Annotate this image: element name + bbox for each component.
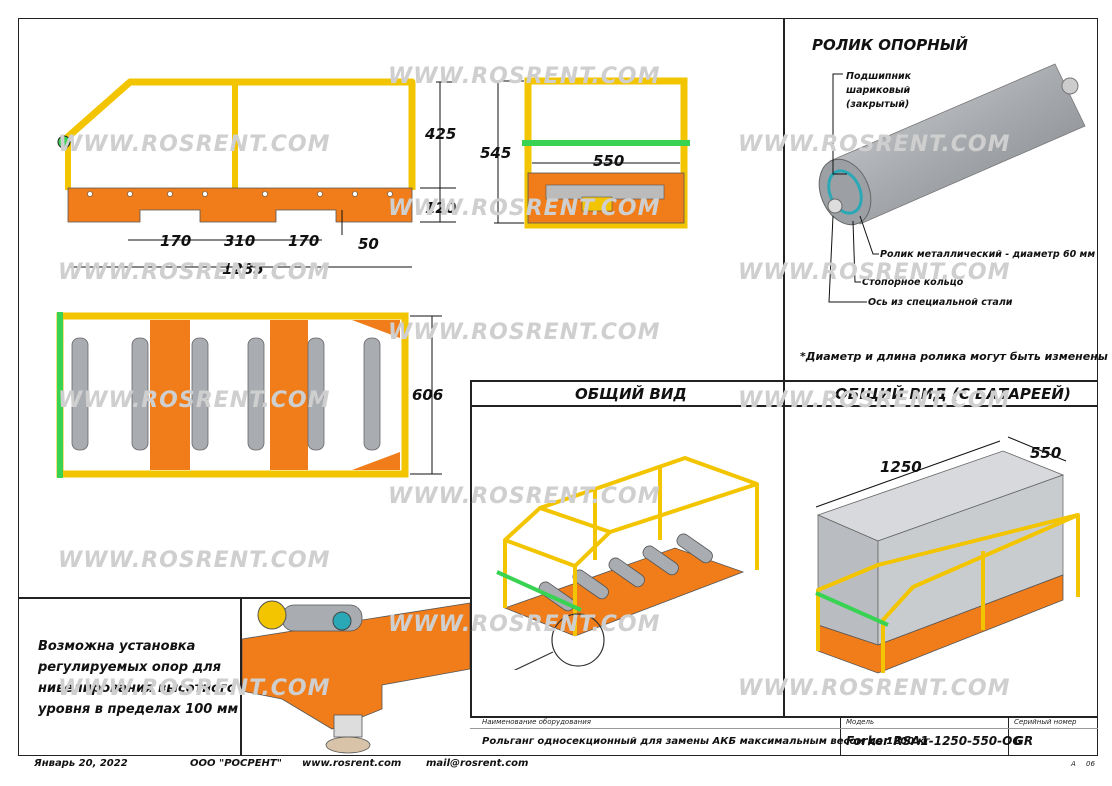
top-view-drawing — [56, 312, 442, 478]
watermark: WWW.ROSRENT.COM — [388, 196, 661, 221]
roller-detail-title: РОЛИК ОПОРНЫЙ — [812, 36, 968, 54]
separator-title-row — [470, 405, 1098, 407]
leveling-note: Возможна установка регулируемых опор для… — [38, 636, 238, 720]
footer-site[interactable]: www.rosrent.com — [302, 758, 402, 769]
leveling-line-1: Возможна установка — [38, 639, 196, 654]
watermark: WWW.ROSRENT.COM — [738, 388, 1011, 413]
titleblock-div-2 — [1008, 716, 1009, 756]
watermark: WWW.ROSRENT.COM — [738, 132, 1011, 157]
separator-horizontal-mid — [470, 380, 1098, 382]
sheet-format: А — [1071, 760, 1076, 768]
titleblock-div-1 — [840, 716, 841, 756]
footer-date: Январь 20, 2022 — [34, 758, 128, 769]
separator-detail-mid — [240, 597, 242, 756]
dim-170-left: 170 — [160, 232, 192, 250]
battery-view-title: ОБЩИЙ ВИД (С БАТАРЕЕЙ) — [835, 385, 1071, 403]
titleblock-top — [470, 716, 1098, 718]
dim-310: 310 — [224, 232, 256, 250]
watermark: WWW.ROSRENT.COM — [388, 320, 661, 345]
leveling-line-4: уровня в пределах 100 мм — [38, 702, 239, 717]
dim-50: 50 — [358, 235, 379, 253]
battery-view-drawing — [815, 436, 1080, 674]
leveling-line-2: регулируемых опор для — [38, 660, 221, 675]
watermark: WWW.ROSRENT.COM — [58, 260, 331, 285]
dim-425: 425 — [425, 125, 457, 143]
model-value: Forker RSA1-1250-550-OG — [846, 734, 1023, 748]
footer-company: ООО "РОСРЕНТ" — [190, 758, 282, 769]
watermark: WWW.ROSRENT.COM — [58, 676, 331, 701]
end-view-drawing — [494, 77, 690, 229]
dim-606: 606 — [412, 386, 444, 404]
dim-550-battery: 550 — [1030, 444, 1062, 462]
dim-1285: 1285 — [222, 260, 264, 278]
separator-vertical-right — [783, 18, 785, 716]
dim-545: 545 — [480, 144, 512, 162]
watermark: WWW.ROSRENT.COM — [388, 64, 661, 89]
axle-label: Ось из специальной стали — [868, 297, 1013, 308]
equipment-value: Рольганг односекционный для замены АКБ м… — [482, 736, 930, 747]
bearing-label-2: шариковый — [846, 85, 911, 96]
watermark: WWW.ROSRENT.COM — [58, 132, 331, 157]
drawing-frame — [18, 18, 1098, 756]
separator-detail-top — [18, 597, 470, 599]
bearing-label-1: Подшипник — [846, 71, 912, 82]
separator-vertical-left — [470, 380, 472, 716]
watermark: WWW.ROSRENT.COM — [738, 260, 1011, 285]
dim-120: 120 — [425, 199, 457, 217]
watermark: WWW.ROSRENT.COM — [58, 548, 331, 573]
model-caption: Модель — [846, 718, 875, 726]
ring-label: Стопорное кольцо — [862, 277, 964, 288]
leveling-line-3: нивелирования высотного — [38, 681, 236, 696]
footer-mail[interactable]: mail@rosrent.com — [426, 758, 529, 769]
roller-label: Ролик металлический - диаметр 60 мм — [880, 249, 1096, 260]
watermark: WWW.ROSRENT.COM — [388, 612, 661, 637]
bearing-label-3: (закрытый) — [846, 99, 910, 110]
watermark: WWW.ROSRENT.COM — [738, 676, 1011, 701]
watermark: WWW.ROSRENT.COM — [58, 388, 331, 413]
titleblock-caption-line — [470, 728, 1098, 729]
sheet-number: 06 — [1086, 760, 1095, 768]
dim-550: 550 — [593, 152, 625, 170]
leveling-detail-drawing — [242, 600, 470, 754]
equipment-caption: Наименование оборудования — [482, 718, 591, 726]
dim-170-right: 170 — [288, 232, 320, 250]
serial-caption: Серийный номер — [1014, 718, 1077, 726]
general-view-title: ОБЩИЙ ВИД — [575, 385, 687, 403]
general-view-drawing — [496, 456, 759, 670]
roller-note: *Диаметр и длина ролика могут быть измен… — [800, 350, 1108, 363]
side-view-drawing — [57, 78, 456, 268]
serial-value: GR — [1014, 734, 1034, 748]
dim-1250: 1250 — [880, 458, 922, 476]
watermark: WWW.ROSRENT.COM — [388, 484, 661, 509]
roller-detail-drawing — [818, 63, 1086, 303]
